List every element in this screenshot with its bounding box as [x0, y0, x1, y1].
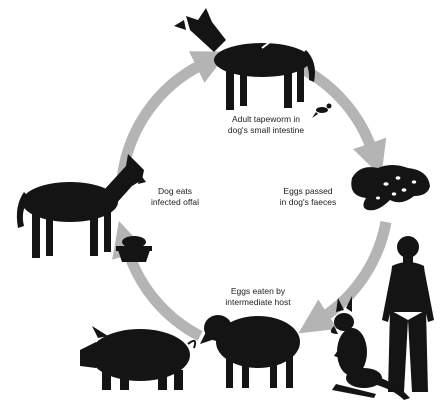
- arrow-eggs-to-host: [322, 222, 386, 318]
- stage-label-line: in dog's faeces: [268, 197, 348, 208]
- human-icon: [382, 236, 434, 392]
- stage-label-line: intermediate host: [212, 297, 304, 308]
- stage-label-line: Eggs passed: [268, 186, 348, 197]
- sheep-icon: [200, 315, 300, 388]
- stage-label-dog-eats-offal: Dog eats infected offal: [140, 186, 210, 208]
- dog-icon: [174, 8, 315, 110]
- stage-label-line: Eggs eaten by: [212, 286, 304, 297]
- stage-label-line: Adult tapeworm in: [212, 114, 320, 125]
- feces-icon: [351, 165, 430, 210]
- stage-label-line: dog's small intestine: [212, 125, 320, 136]
- stage-label-adult-tapeworm: Adult tapeworm in dog's small intestine: [212, 114, 320, 136]
- stage-label-eggs-eaten: Eggs eaten by intermediate host: [212, 286, 304, 308]
- stage-label-line: infected offal: [140, 197, 210, 208]
- offal-bowl-icon: [116, 236, 152, 262]
- pig-icon: [80, 326, 195, 390]
- stage-label-eggs-passed: Eggs passed in dog's faeces: [268, 186, 348, 208]
- stage-label-line: Dog eats: [140, 186, 210, 197]
